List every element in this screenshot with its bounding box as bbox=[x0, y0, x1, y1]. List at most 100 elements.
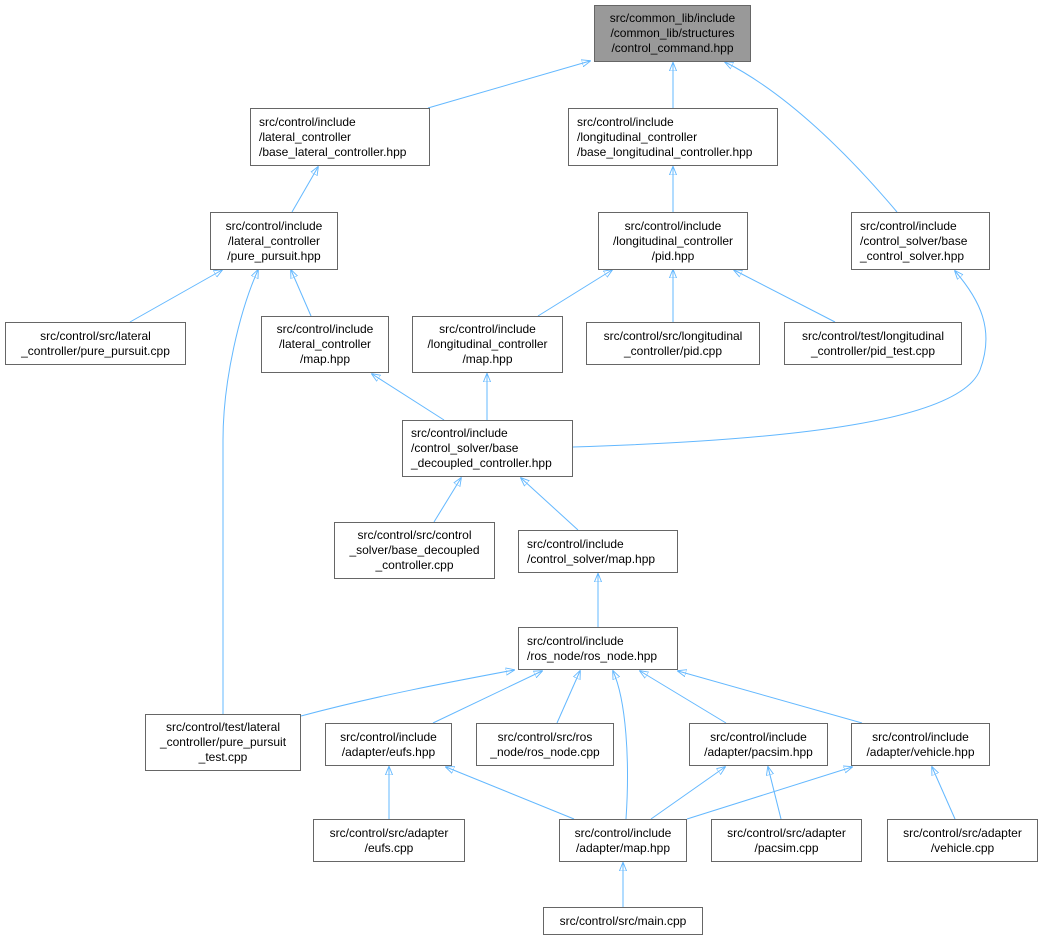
node-label-line: /map.hpp bbox=[462, 352, 513, 366]
graph-node-n6[interactable]: src/control/src/lateral_controller/pure_… bbox=[5, 322, 186, 365]
node-label-line: _controller/pure_pursuit bbox=[159, 735, 287, 749]
edge-n10-n4 bbox=[734, 270, 836, 323]
node-label-line: /pid.hpp bbox=[651, 248, 695, 263]
graph-node-n20[interactable]: src/control/src/adapter/eufs.cpp bbox=[313, 819, 465, 862]
node-label-line: src/control/include bbox=[872, 729, 969, 744]
graph-node-n11[interactable]: src/control/include/control_solver/base_… bbox=[402, 420, 573, 477]
graph-node-n22[interactable]: src/control/src/adapter/pacsim.cpp bbox=[711, 819, 862, 862]
edge-n11-n7 bbox=[372, 374, 445, 421]
graph-node-n7[interactable]: src/control/include/lateral_controller/m… bbox=[261, 316, 389, 373]
node-label-line: /longitudinal_controller bbox=[612, 233, 734, 248]
graph-node-n16[interactable]: src/control/include/adapter/eufs.hpp bbox=[325, 723, 452, 766]
node-label-line: src/control/src/longitudinal bbox=[603, 328, 743, 343]
node-label-line: _decoupled_controller.hpp bbox=[411, 456, 552, 470]
edge-n15-n3 bbox=[222, 270, 258, 714]
node-label-line: _controller/pure_pursuit.cpp bbox=[21, 343, 170, 358]
node-label-line: src/control/include bbox=[411, 426, 508, 440]
node-label-line: /base_lateral_controller.hpp bbox=[259, 144, 407, 159]
graph-node-n4[interactable]: src/control/include/longitudinal_control… bbox=[598, 212, 748, 270]
node-label-line: /base_longitudinal_controller.hpp bbox=[577, 144, 753, 159]
edge-n21-n19 bbox=[686, 767, 852, 820]
node-label-line: /control_solver/base bbox=[411, 441, 519, 455]
edge-n6-n3 bbox=[129, 270, 222, 323]
node-label-line: src/control/include bbox=[527, 536, 624, 551]
graph-node-n14[interactable]: src/control/include/ros_node/ros_node.hp… bbox=[518, 627, 678, 670]
graph-node-n9[interactable]: src/control/src/longitudinal_controller/… bbox=[586, 322, 760, 365]
node-label-line: src/control/include bbox=[259, 114, 356, 129]
node-label-line: src/control/include bbox=[276, 322, 374, 336]
node-label-line: src/control/include bbox=[340, 729, 437, 744]
node-label-line: /lateral_controller bbox=[259, 129, 352, 144]
node-label-line: /control_solver/base bbox=[860, 233, 968, 248]
node-label-line: src/control/include bbox=[860, 218, 957, 233]
node-label-line: /pacsim.cpp bbox=[754, 840, 819, 855]
node-label-line: src/control/src/control bbox=[357, 528, 472, 542]
graph-node-n21[interactable]: src/control/include/adapter/map.hpp bbox=[559, 819, 687, 862]
graph-node-n12[interactable]: src/control/src/control_solver/base_deco… bbox=[334, 522, 495, 579]
graph-node-n23[interactable]: src/control/src/adapter/vehicle.cpp bbox=[887, 819, 1038, 862]
node-label-line: /common_lib/structures bbox=[610, 26, 735, 40]
node-label-line: /pure_pursuit.hpp bbox=[227, 248, 321, 263]
graph-node-n19[interactable]: src/control/include/adapter/vehicle.hpp bbox=[851, 723, 990, 766]
node-label-line: src/control/include bbox=[527, 633, 624, 648]
node-label-line: src/control/src/lateral bbox=[40, 328, 151, 343]
graph-node-n24[interactable]: src/control/src/main.cpp bbox=[543, 907, 703, 935]
graph-node-n5[interactable]: src/control/include/control_solver/base_… bbox=[851, 212, 990, 270]
edge-n15-n14 bbox=[300, 670, 514, 717]
graph-node-n17[interactable]: src/control/src/ros_node/ros_node.cpp bbox=[476, 723, 614, 766]
graph-node-n15[interactable]: src/control/test/lateral_controller/pure… bbox=[145, 714, 301, 771]
node-label-line: /adapter/map.hpp bbox=[575, 840, 671, 855]
edge-n3-n1 bbox=[291, 167, 318, 213]
edge-n18-n14 bbox=[640, 671, 727, 724]
node-label-line: src/control/include bbox=[577, 114, 674, 129]
node-label-line: /lateral_controller bbox=[278, 337, 372, 351]
edge-n11-n5 bbox=[572, 271, 987, 448]
node-label-line: _solver/base_decoupled bbox=[349, 543, 480, 557]
edge-n16-n14 bbox=[432, 671, 542, 724]
edge-n7-n3 bbox=[291, 270, 312, 317]
node-label-line: _controller/pid.cpp bbox=[623, 343, 723, 358]
graph-node-n8[interactable]: src/control/include/longitudinal_control… bbox=[412, 316, 563, 373]
node-label-line: /lateral_controller bbox=[227, 233, 321, 248]
node-label-line: /eufs.cpp bbox=[364, 840, 414, 855]
graph-node-n1[interactable]: src/control/include/lateral_controller/b… bbox=[250, 108, 430, 166]
edge-n21-n14 bbox=[613, 671, 628, 820]
node-label-line: _controller.cpp bbox=[375, 558, 454, 572]
node-label-line: src/control/src/adapter bbox=[329, 825, 449, 840]
node-label-line: src/control/include bbox=[439, 322, 536, 336]
graph-node-n18[interactable]: src/control/include/adapter/pacsim.hpp bbox=[689, 723, 828, 766]
node-label-line: src/control/include bbox=[710, 729, 807, 744]
node-label-line: src/control/src/adapter bbox=[903, 825, 1022, 840]
node-label-line: /adapter/pacsim.hpp bbox=[704, 744, 813, 759]
node-label-line: src/control/src/adapter bbox=[727, 825, 846, 840]
node-label-line: /map.hpp bbox=[299, 352, 351, 366]
edge-n5-n0 bbox=[725, 62, 898, 213]
edge-n8-n4 bbox=[537, 270, 612, 317]
edge-n23-n19 bbox=[932, 767, 956, 820]
node-label-line: /longitudinal_controller bbox=[577, 129, 698, 144]
edge-n17-n14 bbox=[556, 671, 580, 724]
node-label-line: /longitudinal_controller bbox=[427, 337, 548, 351]
edge-n19-n14 bbox=[678, 671, 863, 724]
graph-node-n10[interactable]: src/control/test/longitudinal_controller… bbox=[784, 322, 962, 365]
node-label-line: _control_solver.hpp bbox=[860, 248, 965, 263]
edge-n22-n18 bbox=[768, 767, 782, 820]
node-label-line: src/common_lib/include bbox=[609, 11, 736, 25]
edge-n13-n11 bbox=[521, 478, 579, 531]
node-label-line: _node/ros_node.cpp bbox=[490, 744, 600, 759]
node-label-line: src/control/include bbox=[225, 218, 323, 233]
graph-node-n0[interactable]: src/common_lib/include/common_lib/struct… bbox=[594, 5, 751, 62]
edge-n1-n0 bbox=[427, 61, 590, 109]
node-label-line: src/control/include bbox=[624, 218, 722, 233]
node-label-line: src/control/test/longitudinal bbox=[801, 328, 945, 343]
edge-n21-n16 bbox=[446, 767, 575, 820]
graph-node-n2[interactable]: src/control/include/longitudinal_control… bbox=[568, 108, 778, 166]
graph-node-n13[interactable]: src/control/include/control_solver/map.h… bbox=[518, 530, 678, 573]
edge-n12-n11 bbox=[433, 478, 461, 523]
node-label-line: /control_solver/map.hpp bbox=[527, 551, 656, 566]
graph-node-n3[interactable]: src/control/include/lateral_controller/p… bbox=[210, 212, 338, 270]
node-label-line: _controller/pid_test.cpp bbox=[810, 343, 936, 358]
node-label-line: _test.cpp bbox=[198, 750, 248, 764]
node-label-line: /adapter/vehicle.hpp bbox=[866, 744, 975, 759]
